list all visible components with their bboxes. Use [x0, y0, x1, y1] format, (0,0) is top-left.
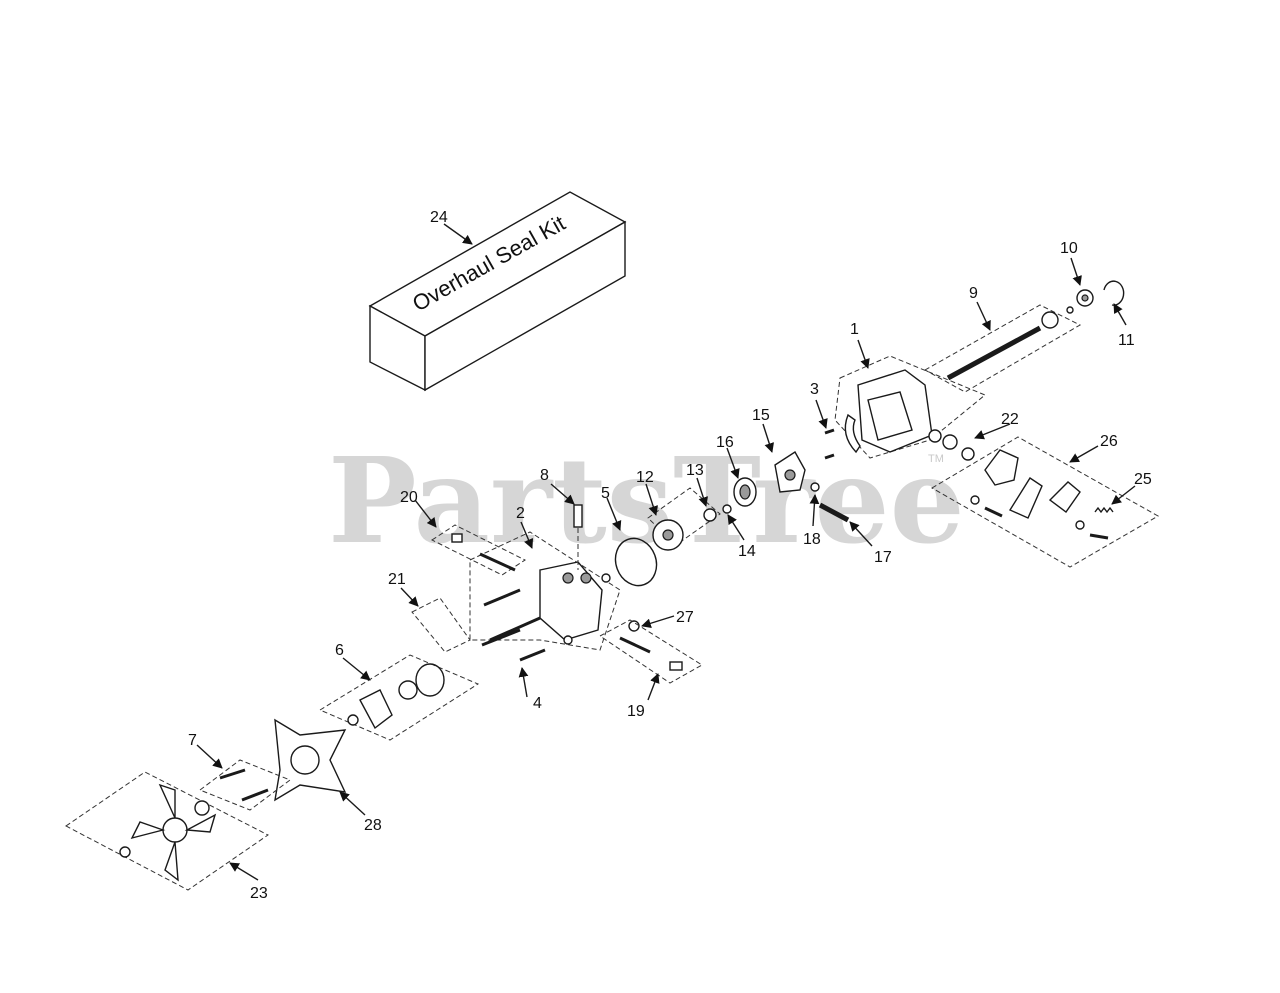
check-valve-20-part[interactable]: [430, 524, 527, 576]
center-section-part[interactable]: [469, 531, 621, 651]
bearing-part[interactable]: [1076, 289, 1094, 307]
fan-retainer-part[interactable]: [274, 718, 347, 802]
housing-part[interactable]: [834, 355, 986, 459]
callout-12[interactable]: 12: [636, 469, 654, 486]
watermark-trademark: TM: [928, 453, 944, 465]
callout-22[interactable]: 22: [1001, 411, 1019, 428]
shaft-part[interactable]: [923, 304, 1082, 393]
pin-part[interactable]: [824, 428, 835, 460]
callout-17[interactable]: 17: [874, 549, 892, 566]
callout-7[interactable]: 7: [188, 732, 197, 749]
end-cap-part[interactable]: [774, 451, 806, 493]
callout-27[interactable]: 27: [676, 609, 694, 626]
check-valve-19-part[interactable]: [599, 619, 703, 684]
callout-25[interactable]: 25: [1134, 471, 1152, 488]
callout-15[interactable]: 15: [752, 407, 770, 424]
callout-28[interactable]: 28: [364, 817, 382, 834]
callout-2[interactable]: 2: [516, 505, 525, 522]
callout-4[interactable]: 4: [533, 695, 542, 712]
callout-6[interactable]: 6: [335, 642, 344, 659]
seal-kit-box[interactable]: Overhaul Seal Kit: [368, 191, 627, 392]
callout-14[interactable]: 14: [738, 543, 756, 560]
callout-labels: 1 2 3 4 5 6 7 8 9 10 11 12 13 14 15 16 1…: [188, 209, 1152, 902]
callout-21[interactable]: 21: [388, 571, 406, 588]
cooling-fan-part[interactable]: [65, 771, 269, 891]
callout-26[interactable]: 26: [1100, 433, 1118, 450]
callout-9[interactable]: 9: [969, 285, 978, 302]
callout-18[interactable]: 18: [803, 531, 821, 548]
washer-13-part[interactable]: [703, 504, 732, 522]
callout-19[interactable]: 19: [627, 703, 645, 720]
valve-8-part[interactable]: [573, 504, 583, 570]
callout-leaders: [196, 223, 1136, 881]
callout-20[interactable]: 20: [400, 489, 418, 506]
callout-10[interactable]: 10: [1060, 240, 1078, 257]
seal-16-part[interactable]: [733, 477, 757, 507]
callout-11[interactable]: 11: [1118, 332, 1135, 349]
screw-21-part[interactable]: [411, 597, 471, 653]
seal-22-part[interactable]: [928, 429, 975, 461]
callout-16[interactable]: 16: [716, 434, 734, 451]
o-ring-part[interactable]: [609, 533, 663, 592]
screw-7-part[interactable]: [198, 759, 292, 811]
callout-5[interactable]: 5: [601, 485, 610, 502]
retaining-ring-part[interactable]: [1103, 280, 1125, 306]
charge-pump-part[interactable]: [318, 654, 480, 741]
bolt-part[interactable]: [481, 588, 546, 662]
fitting-27-part[interactable]: [628, 620, 640, 632]
callout-1[interactable]: 1: [850, 321, 859, 338]
pin-17-part[interactable]: [810, 482, 850, 523]
callout-24[interactable]: 24: [430, 209, 448, 226]
callout-3[interactable]: 3: [810, 381, 819, 398]
callout-13[interactable]: 13: [686, 462, 704, 479]
control-arm-assembly[interactable]: [931, 436, 1160, 568]
cylinder-block-part[interactable]: [647, 487, 721, 551]
watermark-text: PartsTree: [328, 431, 965, 570]
callout-8[interactable]: 8: [540, 467, 549, 484]
callout-23[interactable]: 23: [250, 885, 268, 902]
spring-part[interactable]: [1094, 506, 1114, 514]
